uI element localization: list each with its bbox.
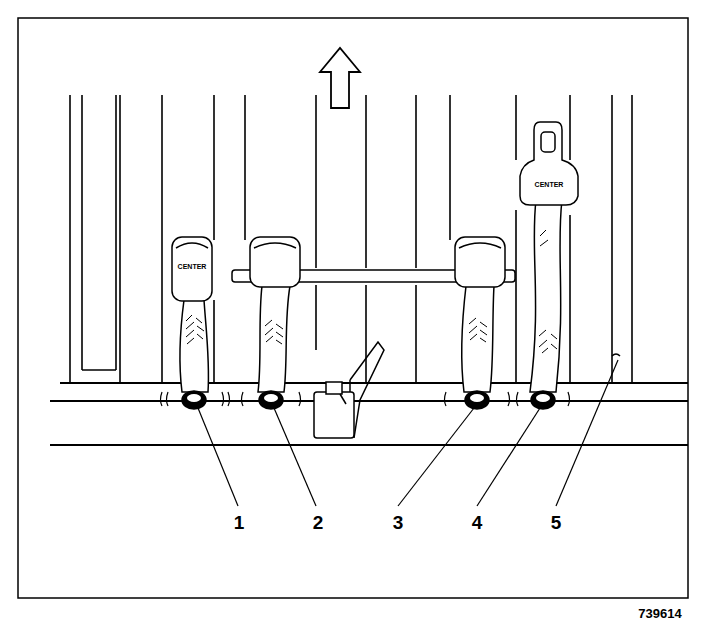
callout-number: 4 [472,513,483,532]
callout-number: 5 [551,513,562,532]
seat-cushion-lines [50,383,688,445]
latch-plate-belt [517,122,579,409]
figure-number: 739614 [638,607,681,620]
buckle-text: CENTER [178,263,207,270]
leader-lines [198,360,618,506]
forward-arrow [320,48,360,108]
center-bracket [314,342,384,438]
latch-text: CENTER [535,181,564,188]
buckle-2 [242,237,301,409]
callout-number: 2 [313,513,324,532]
callout-number: 1 [234,513,245,532]
buckle-1 [161,237,230,409]
buckle-3 [445,237,510,409]
frame [18,18,688,598]
callout-number: 3 [393,513,404,532]
part-5-mark [612,354,620,356]
